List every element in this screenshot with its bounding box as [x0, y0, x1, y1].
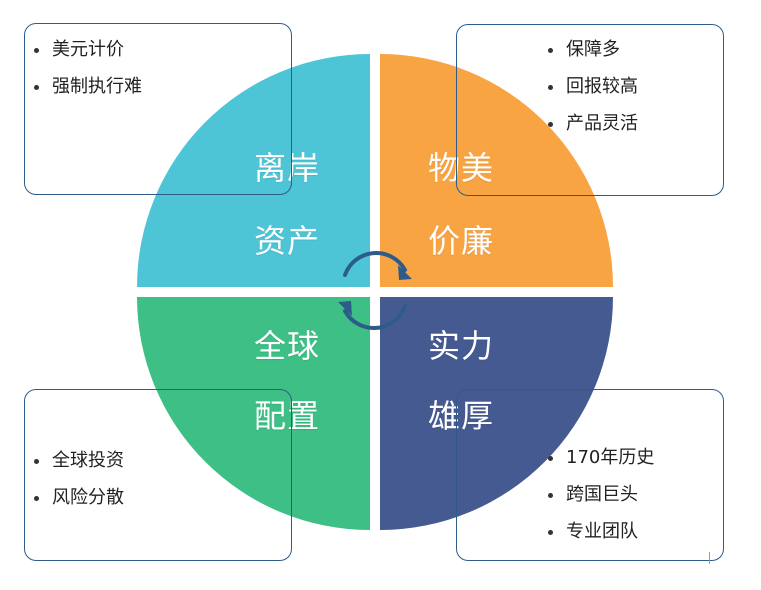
- info-list-bottom-left: 全球投资 风险分散: [34, 451, 124, 508]
- quadrant-bottom-left: [137, 297, 370, 530]
- quadrant-top-left: [137, 54, 370, 287]
- info-item: 跨国巨头: [548, 485, 654, 505]
- info-box-top-left: [24, 23, 292, 195]
- info-item: 产品灵活: [548, 114, 638, 134]
- quadrant-bottom-right-line2: 雄厚: [428, 397, 495, 435]
- info-item: 全球投资: [34, 451, 124, 471]
- info-item: 美元计价: [34, 40, 142, 60]
- quadrant-top-right: [380, 54, 613, 287]
- info-box-bottom-left: [24, 389, 292, 561]
- quadrant-bottom-left-line2: 配置: [254, 397, 321, 435]
- cycle-arrow-bottom: [343, 304, 407, 330]
- quadrant-top-left-line2: 资产: [254, 222, 321, 260]
- info-item: 170年历史: [548, 448, 654, 468]
- quadrant-top-left-line1: 离岸: [254, 149, 321, 187]
- quadrant-bottom-right-line1: 实力: [428, 327, 495, 365]
- quadrant-top-right-line2: 价廉: [428, 222, 495, 260]
- info-list-bottom-right: 170年历史 跨国巨头 专业团队: [548, 448, 654, 542]
- info-item: 回报较高: [548, 77, 638, 97]
- info-list-top-left: 美元计价 强制执行难: [34, 40, 142, 97]
- info-item: 强制执行难: [34, 77, 142, 97]
- info-item: 保障多: [548, 40, 638, 60]
- quadrant-bottom-left-line1: 全球: [254, 327, 321, 365]
- cycle-arrows-icon: [338, 251, 412, 330]
- cycle-arrowhead-bottom: [338, 301, 352, 316]
- quadrant-top-right-line1: 物美: [428, 149, 495, 187]
- cycle-arrow-top: [343, 251, 407, 277]
- info-item: 风险分散: [34, 488, 124, 508]
- info-box-bottom-right: [456, 389, 724, 561]
- quadrant-bottom-right: [380, 297, 613, 530]
- corner-tick-mark: [709, 552, 712, 564]
- info-item: 专业团队: [548, 522, 654, 542]
- cycle-arrowhead-top: [398, 265, 412, 280]
- info-box-top-right: [456, 24, 724, 196]
- info-list-top-right: 保障多 回报较高 产品灵活: [548, 40, 638, 134]
